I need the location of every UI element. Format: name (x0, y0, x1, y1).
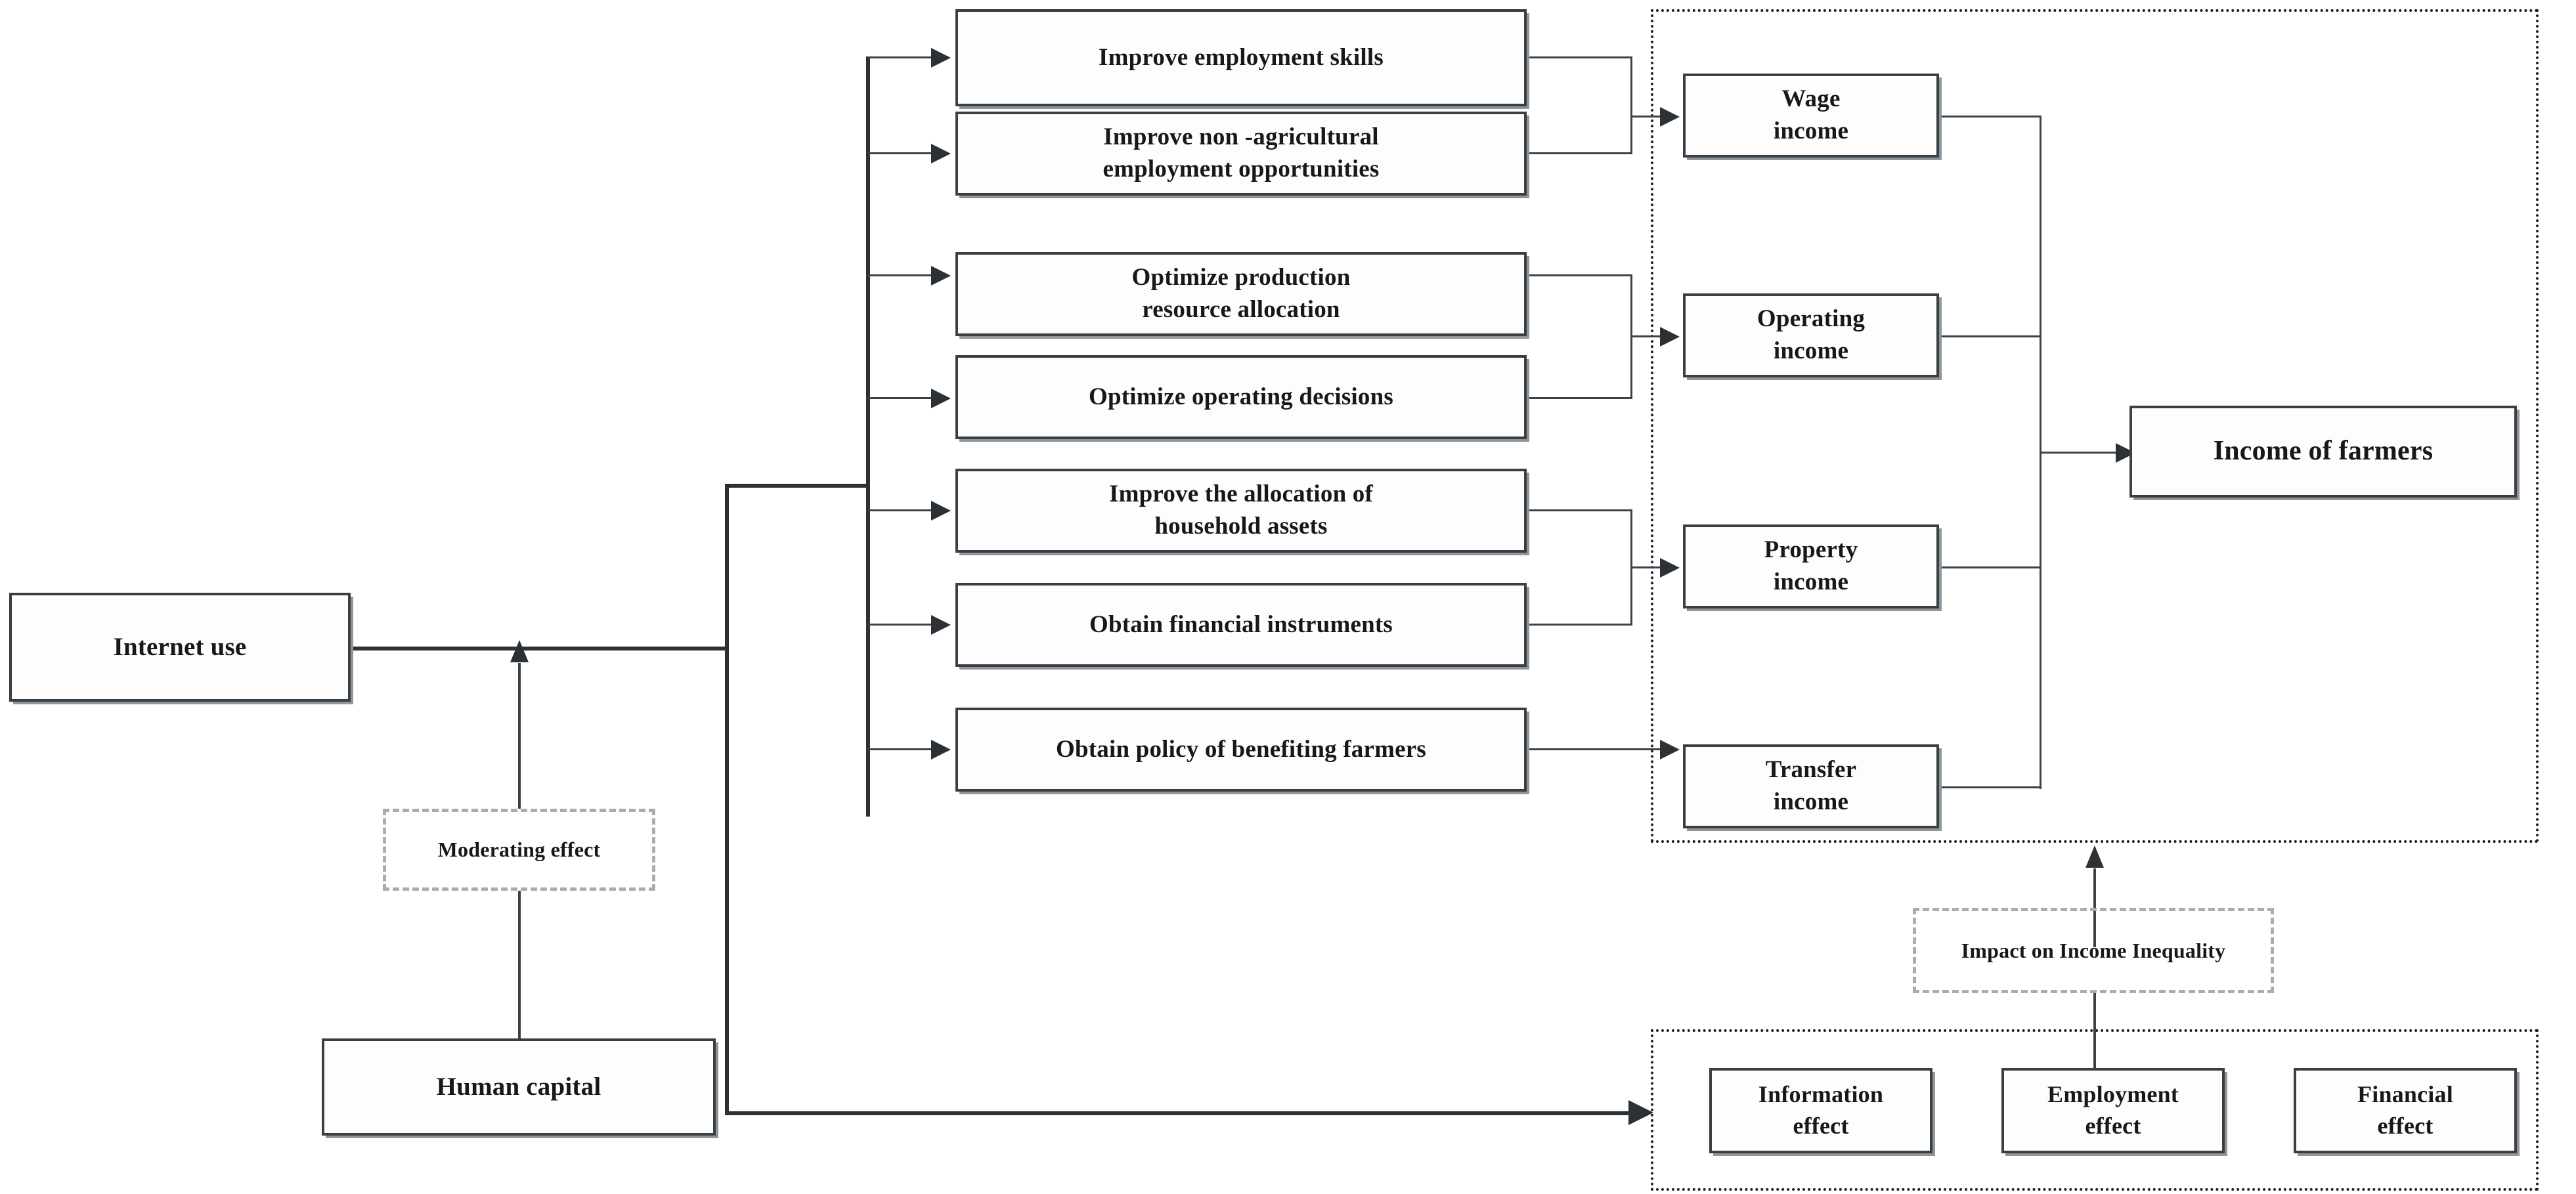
income-merge-wage (1940, 116, 2041, 117)
node-impact-on-income-inequality-label: Impact on Income Inequality (1961, 938, 2226, 962)
income-components-group (1651, 9, 2539, 843)
merge-d-out (1527, 748, 1670, 750)
node-obtain-financial-instruments[interactable]: Obtain financial instruments (955, 583, 1527, 667)
node-improve-household-assets[interactable]: Improve the allocation of household asse… (955, 469, 1527, 553)
arrowhead-mediator-6 (931, 615, 951, 635)
arrowhead-property-income (1660, 558, 1680, 578)
node-optimize-production-resource-label: Optimize production resource allocation (1131, 264, 1351, 323)
arrowhead-moderating-effect-up (510, 640, 529, 662)
node-income-of-farmers-label: Income of farmers (2213, 436, 2434, 467)
node-improve-non-agricultural-employment[interactable]: Improve non -agricultural employment opp… (955, 112, 1527, 196)
stem-human-capital-to-moderating (518, 891, 521, 1038)
connector-arm-mediator-3 (867, 274, 933, 276)
node-financial-effect[interactable]: Financial effect (2294, 1068, 2517, 1153)
node-employment-effect[interactable]: Employment effect (2001, 1068, 2225, 1153)
node-improve-household-assets-label: Improve the allocation of household asse… (1108, 480, 1374, 540)
arrowhead-transfer-income (1660, 740, 1680, 759)
node-optimize-operating-decisions[interactable]: Optimize operating decisions (955, 355, 1527, 439)
connector-arm-mediator-7 (867, 748, 933, 750)
connector-trunk-vertical-main (725, 484, 729, 1114)
node-obtain-policy-benefiting-farmers[interactable]: Obtain policy of benefiting farmers (955, 708, 1527, 792)
node-transfer-income-label: Transfer income (1765, 756, 1857, 815)
merge-b-bottom (1527, 397, 1632, 399)
node-operating-income-label: Operating income (1757, 305, 1866, 364)
arrowhead-to-effects-group (1628, 1100, 1653, 1125)
node-operating-income[interactable]: Operating income (1683, 293, 1939, 377)
arrowhead-wage-income (1660, 107, 1680, 127)
stem-moderating-to-path (518, 663, 521, 809)
node-moderating-effect-label: Moderating effect (437, 838, 601, 861)
merge-c-bottom (1527, 624, 1632, 626)
arrowhead-mediator-1 (931, 48, 951, 68)
node-human-capital[interactable]: Human capital (322, 1038, 716, 1136)
connector-arm-mediator-1 (867, 56, 933, 58)
merge-a-vertical (1630, 56, 1632, 154)
income-merge-transfer (1940, 786, 2041, 788)
node-moderating-effect[interactable]: Moderating effect (383, 809, 655, 891)
merge-c-out (1630, 566, 1670, 568)
node-property-income-label: Property income (1764, 536, 1858, 595)
node-property-income[interactable]: Property income (1683, 524, 1939, 608)
node-wage-income[interactable]: Wage income (1683, 74, 1939, 158)
node-employment-effect-label: Employment effect (2047, 1081, 2179, 1139)
node-financial-effect-label: Financial effect (2357, 1081, 2453, 1139)
income-merge-out (2040, 452, 2128, 454)
arrowhead-mediator-5 (931, 501, 951, 521)
node-information-effect-label: Information effect (1758, 1081, 1884, 1139)
node-transfer-income[interactable]: Transfer income (1683, 744, 1939, 828)
arrowhead-mediator-3 (931, 266, 951, 286)
node-optimize-production-resource[interactable]: Optimize production resource allocation (955, 252, 1527, 336)
connector-trunk-to-effects (725, 1111, 1631, 1115)
arrowhead-mediator-4 (931, 389, 951, 408)
node-human-capital-label: Human capital (436, 1073, 601, 1101)
merge-b-top (1527, 274, 1632, 276)
node-internet-use-label: Internet use (113, 633, 247, 662)
node-impact-on-income-inequality[interactable]: Impact on Income Inequality (1913, 908, 2274, 993)
node-improve-employment-skills-label: Improve employment skills (1099, 43, 1384, 71)
node-wage-income-label: Wage income (1773, 85, 1849, 144)
connector-arm-mediator-6 (867, 624, 933, 626)
income-merge-property (1940, 566, 2041, 568)
node-improve-non-agricultural-employment-label: Improve non -agricultural employment opp… (1102, 123, 1380, 182)
merge-b-out (1630, 335, 1670, 337)
merge-a-top (1527, 56, 1632, 58)
connector-arm-mediator-2 (867, 152, 933, 154)
arrowhead-operating-income (1660, 327, 1680, 347)
node-internet-use[interactable]: Internet use (9, 593, 351, 702)
arrowhead-mediator-7 (931, 740, 951, 759)
node-information-effect[interactable]: Information effect (1709, 1068, 1932, 1153)
node-improve-employment-skills[interactable]: Improve employment skills (955, 9, 1527, 106)
connector-arm-mediator-4 (867, 397, 933, 399)
connector-internet-to-trunk (347, 647, 728, 650)
connector-arm-mediator-5 (867, 509, 933, 511)
income-merge-operating (1940, 335, 2041, 337)
arrowhead-mediator-2 (931, 144, 951, 163)
node-obtain-financial-instruments-label: Obtain financial instruments (1089, 610, 1393, 638)
merge-a-bottom (1527, 152, 1632, 154)
merge-c-top (1527, 509, 1632, 511)
merge-a-out (1630, 116, 1670, 117)
stem-effects-to-inequality (2093, 992, 2096, 1068)
node-obtain-policy-benefiting-farmers-label: Obtain policy of benefiting farmers (1055, 735, 1426, 763)
node-optimize-operating-decisions-label: Optimize operating decisions (1089, 383, 1393, 410)
connector-trunk-to-fan (725, 484, 868, 488)
arrowhead-inequality-up (2085, 845, 2104, 868)
connector-mediator-fan-trunk (866, 56, 870, 817)
node-income-of-farmers[interactable]: Income of farmers (2129, 406, 2517, 498)
